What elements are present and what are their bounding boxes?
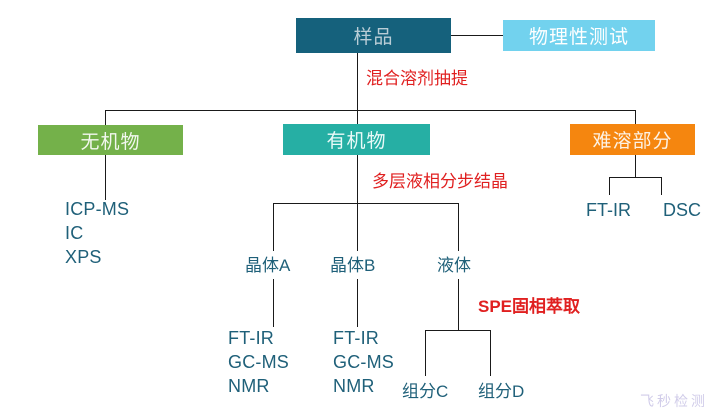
connector-sample-down bbox=[357, 53, 358, 110]
connector-spe-bus bbox=[425, 330, 491, 331]
method-label: IC bbox=[65, 222, 84, 243]
connector-organic-bus bbox=[273, 203, 459, 204]
node-inorganic-methods: ICP-MS IC XPS bbox=[65, 198, 129, 269]
node-insoluble-ftir: FT-IR bbox=[586, 200, 631, 220]
method-label: GC-MS bbox=[228, 351, 289, 372]
node-component-c: 组分C bbox=[402, 382, 449, 401]
node-crystal-a-methods: FT-IR GC-MS NMR bbox=[228, 327, 289, 398]
node-organic[interactable]: 有机物 bbox=[283, 124, 430, 155]
method-label: ICP-MS bbox=[65, 199, 130, 219]
node-sample[interactable]: 样品 bbox=[296, 18, 451, 53]
node-crystal-a: 晶体A bbox=[245, 256, 291, 275]
connector-insoluble-dsc-drop bbox=[661, 177, 662, 195]
node-component-d: 组分D bbox=[478, 382, 525, 401]
connector-level1-bus bbox=[105, 110, 636, 111]
method-label: GC-MS bbox=[333, 351, 394, 372]
annotation-crystallization: 多层液相分步结晶 bbox=[372, 172, 508, 191]
connector-insoluble-ftir-drop bbox=[609, 177, 610, 195]
connector-insoluble-down bbox=[635, 155, 636, 177]
method-label: FT-IR bbox=[333, 328, 379, 348]
connector-liquid-drop bbox=[458, 203, 459, 251]
connector-crystal-b-methods-drop bbox=[357, 279, 358, 327]
connector-crystal-a-drop bbox=[273, 203, 274, 251]
connector-level1-left-drop bbox=[105, 110, 106, 125]
connector-insoluble-bus bbox=[609, 177, 662, 178]
connector-level1-middle-drop bbox=[357, 110, 358, 125]
connector-crystal-a-methods-drop bbox=[273, 279, 274, 327]
node-crystal-b: 晶体B bbox=[330, 256, 376, 275]
connector-component-d-drop bbox=[490, 330, 491, 376]
node-insoluble[interactable]: 难溶部分 bbox=[570, 124, 695, 155]
annotation-spe: SPE固相萃取 bbox=[478, 297, 581, 316]
method-label: NMR bbox=[333, 375, 375, 396]
connector-organic-down bbox=[357, 155, 358, 203]
node-inorganic[interactable]: 无机物 bbox=[38, 125, 183, 155]
method-label: FT-IR bbox=[228, 328, 274, 348]
connector-crystal-b-drop bbox=[357, 203, 358, 251]
connector-liquid-spe-drop bbox=[458, 279, 459, 330]
connector-inorganic-down bbox=[105, 155, 106, 200]
node-liquid: 液体 bbox=[437, 256, 471, 275]
annotation-extraction: 混合溶剂抽提 bbox=[366, 69, 468, 88]
watermark: 飞秒检测 bbox=[640, 393, 708, 409]
method-label: XPS bbox=[65, 246, 102, 267]
node-crystal-b-methods: FT-IR GC-MS NMR bbox=[333, 327, 394, 398]
connector-component-c-drop bbox=[425, 330, 426, 376]
connector-sample-to-physical bbox=[451, 35, 503, 36]
method-label: NMR bbox=[228, 375, 270, 396]
node-insoluble-dsc: DSC bbox=[663, 200, 702, 220]
node-physical-test[interactable]: 物理性测试 bbox=[503, 20, 655, 51]
connector-level1-right-drop bbox=[635, 110, 636, 124]
